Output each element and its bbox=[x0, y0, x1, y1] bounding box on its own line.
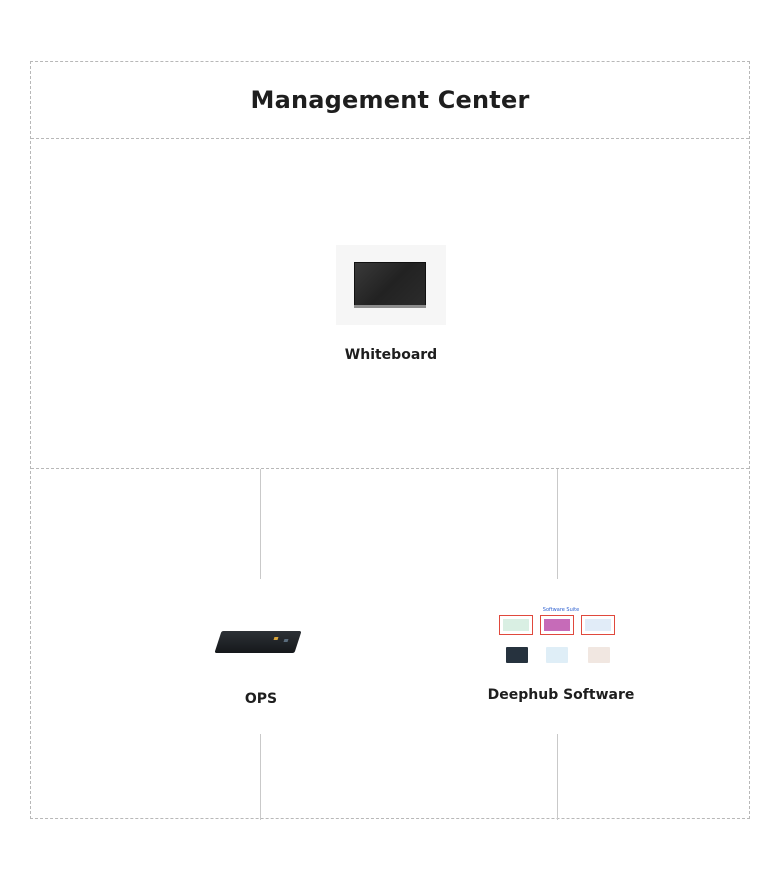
suite-item-5 bbox=[546, 647, 568, 663]
connector-software-bottom bbox=[557, 734, 558, 820]
ops-node: OPS bbox=[201, 617, 321, 707]
ops-chassis bbox=[214, 631, 302, 653]
suite-item-6 bbox=[588, 647, 610, 663]
suite-card-3 bbox=[581, 615, 615, 635]
connector-ops-top bbox=[260, 469, 261, 579]
ops-icon bbox=[214, 617, 306, 657]
whiteboard-icon bbox=[336, 245, 446, 325]
software-node: Software Suite Deephub Software bbox=[486, 605, 636, 703]
whiteboard-label: Whiteboard bbox=[344, 347, 438, 363]
suite-card-2 bbox=[540, 615, 574, 635]
connector-ops-bottom bbox=[260, 734, 261, 820]
suite-item-4 bbox=[506, 647, 528, 663]
whiteboard-node: Whiteboard bbox=[336, 245, 446, 363]
display-bezel bbox=[354, 305, 426, 308]
software-label: Deephub Software bbox=[487, 687, 635, 703]
ops-label: OPS bbox=[244, 691, 278, 707]
display-screen bbox=[354, 262, 426, 308]
suite-card-1 bbox=[499, 615, 533, 635]
management-diagram: Management Center Whiteboard OPS Softwar… bbox=[30, 61, 750, 820]
whiteboard-section: Whiteboard bbox=[31, 139, 749, 469]
software-suite-icon: Software Suite bbox=[494, 605, 628, 669]
connector-software-top bbox=[557, 469, 558, 579]
diagram-title: Management Center bbox=[31, 62, 749, 139]
software-suite-title: Software Suite bbox=[542, 607, 580, 613]
